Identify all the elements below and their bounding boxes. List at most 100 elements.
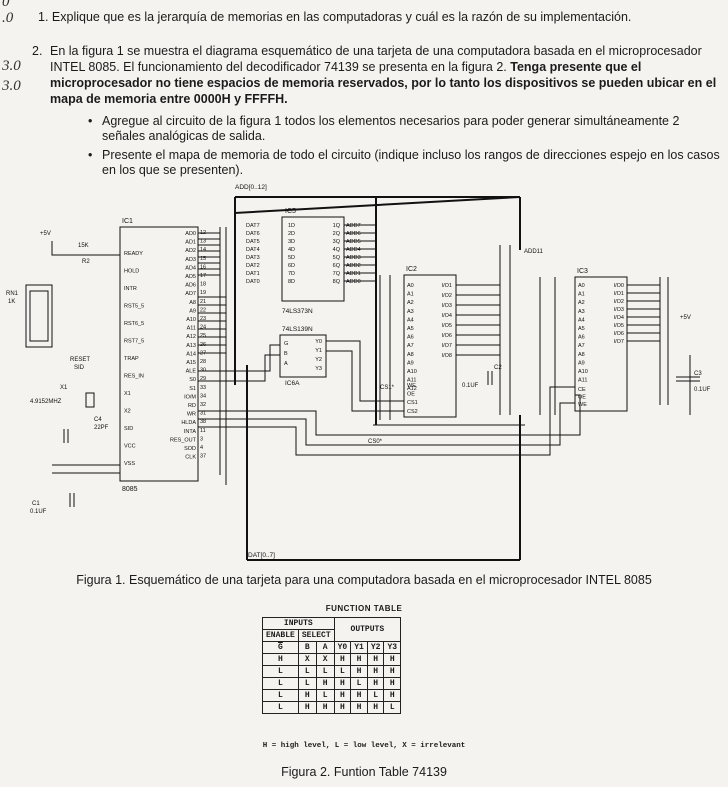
- header-y3: Y3: [383, 641, 402, 654]
- pin-label: RES_IN: [124, 374, 144, 380]
- cell-y3: H: [383, 653, 402, 666]
- pin-label: RST6_5: [124, 321, 144, 327]
- pin-label: A10: [186, 317, 196, 323]
- cs0-label: CS0*: [368, 439, 383, 445]
- schematic-figure-1: ADD[0..12] DAT[0..7] ADD11 IC1 8085 IC5 …: [6, 184, 711, 561]
- ad011-label: ADD11: [524, 249, 544, 255]
- pin-label: A15: [186, 360, 196, 366]
- pin-label: CLK: [185, 455, 196, 461]
- r2-label: R2: [82, 259, 90, 265]
- header-enable: ENABLE: [262, 629, 299, 642]
- ic6a-label: IC6A: [285, 380, 300, 387]
- pin-label: ADD2: [346, 263, 361, 269]
- pin-label: 22: [200, 307, 206, 313]
- question-1-number: 1.: [38, 10, 49, 24]
- reset-label: RESET: [70, 357, 90, 363]
- pin-label: TRAP: [124, 356, 139, 362]
- pin-label: A4: [407, 317, 414, 323]
- pin-label: AD4: [185, 265, 196, 271]
- ic5-label: IC5: [285, 208, 296, 215]
- pin-label: 13: [200, 239, 206, 245]
- pin-label: READY: [124, 251, 143, 257]
- pin-label: IO/M: [184, 394, 196, 400]
- header-outputs: OUTPUTS: [333, 617, 402, 642]
- pin-label: 8Q: [333, 279, 341, 285]
- pin-label: I/O6: [442, 333, 452, 339]
- header-y0: Y0: [333, 641, 352, 654]
- pin-label: 29: [200, 376, 206, 382]
- question-1-text: Explique que es la jerarquía de memorias…: [51, 10, 632, 24]
- pin-label: DAT6: [246, 231, 260, 237]
- cell-a: L: [315, 689, 335, 702]
- pin-label: I/O7: [442, 343, 452, 349]
- pin-label: I/O7: [614, 339, 624, 345]
- pin-label: DAT7: [246, 223, 260, 229]
- ic1-box: [119, 226, 199, 482]
- pin-label: AD6: [185, 283, 196, 289]
- pin-label: A1: [578, 292, 585, 298]
- pin-label: A6: [407, 335, 414, 341]
- pin-label: Y0: [315, 339, 322, 345]
- pin-label: 4D: [288, 247, 295, 253]
- pin-label: A2: [578, 300, 585, 306]
- pin-label: Y1: [315, 348, 322, 354]
- c2-value: 0.1UF: [462, 383, 479, 389]
- pin-label: 5Q: [333, 255, 341, 261]
- cpu-label: 8085: [122, 486, 138, 493]
- pin-label: 6D: [288, 263, 295, 269]
- pin-label: I/O8: [442, 353, 452, 359]
- cell-y3: H: [383, 677, 402, 690]
- cell-y0: L: [333, 665, 352, 678]
- pin-label: 32: [200, 402, 206, 408]
- pin-label: A8: [578, 352, 585, 358]
- cell-y0: H: [333, 689, 352, 702]
- pin-label: DAT3: [246, 255, 260, 261]
- pin-label: DAT1: [246, 271, 260, 277]
- cell-y3: H: [383, 665, 402, 678]
- cell-a: X: [315, 653, 335, 666]
- pin-label: 28: [200, 359, 206, 365]
- header-y2: Y2: [366, 641, 385, 654]
- add-bus-top: [234, 196, 521, 215]
- pin-label: ADD4: [346, 247, 361, 253]
- rn1-box: [25, 284, 53, 348]
- pin-label: RD: [188, 403, 196, 409]
- pin-label: 34: [200, 393, 206, 399]
- cs1-label: CS1*: [380, 385, 395, 391]
- pin-label: S0: [189, 377, 196, 383]
- pin-label: X1: [124, 391, 131, 397]
- cell-b: L: [297, 665, 317, 678]
- x1-label: X1: [60, 385, 68, 391]
- pin-labels: READYHOLDINTRRST5_5RST6_5RST7_5TRAPRES_I…: [124, 223, 624, 467]
- pin-label: I/O6: [614, 331, 624, 337]
- pin-label: I/O4: [614, 315, 624, 321]
- dat-bus-label: DAT[0..7]: [248, 552, 275, 559]
- cell-y0: H: [333, 701, 352, 714]
- cell-g: L: [262, 701, 299, 714]
- c3-label: C3: [694, 371, 702, 377]
- pin-label: A11: [407, 378, 416, 384]
- pin-label: WE: [578, 402, 587, 408]
- pin-label: X2: [124, 409, 131, 415]
- pin-label: 15: [200, 256, 206, 262]
- pin-label: A12: [407, 386, 417, 392]
- cell-y2: H: [366, 677, 385, 690]
- cell-y1: L: [350, 677, 368, 690]
- ic2-box: [403, 274, 457, 418]
- pin-label: OE: [578, 395, 586, 401]
- pin-label: INTR: [124, 286, 137, 292]
- question-2-text: En la figura 1 se muestra el diagrama es…: [50, 44, 702, 74]
- pin-label: A: [284, 361, 288, 367]
- pin-label: 16: [200, 264, 206, 270]
- header-select: SELECT: [297, 629, 335, 642]
- c4-label: C4: [94, 417, 102, 423]
- ic3-label: IC3: [577, 268, 588, 275]
- cell-y0: H: [333, 653, 352, 666]
- pin-label: 2Q: [333, 231, 341, 237]
- pin-label: RST7_5: [124, 339, 144, 345]
- pin-label: 24: [200, 325, 206, 331]
- pin-label: VSS: [124, 461, 135, 467]
- pin-label: A14: [186, 351, 196, 357]
- pin-label: G: [284, 341, 288, 347]
